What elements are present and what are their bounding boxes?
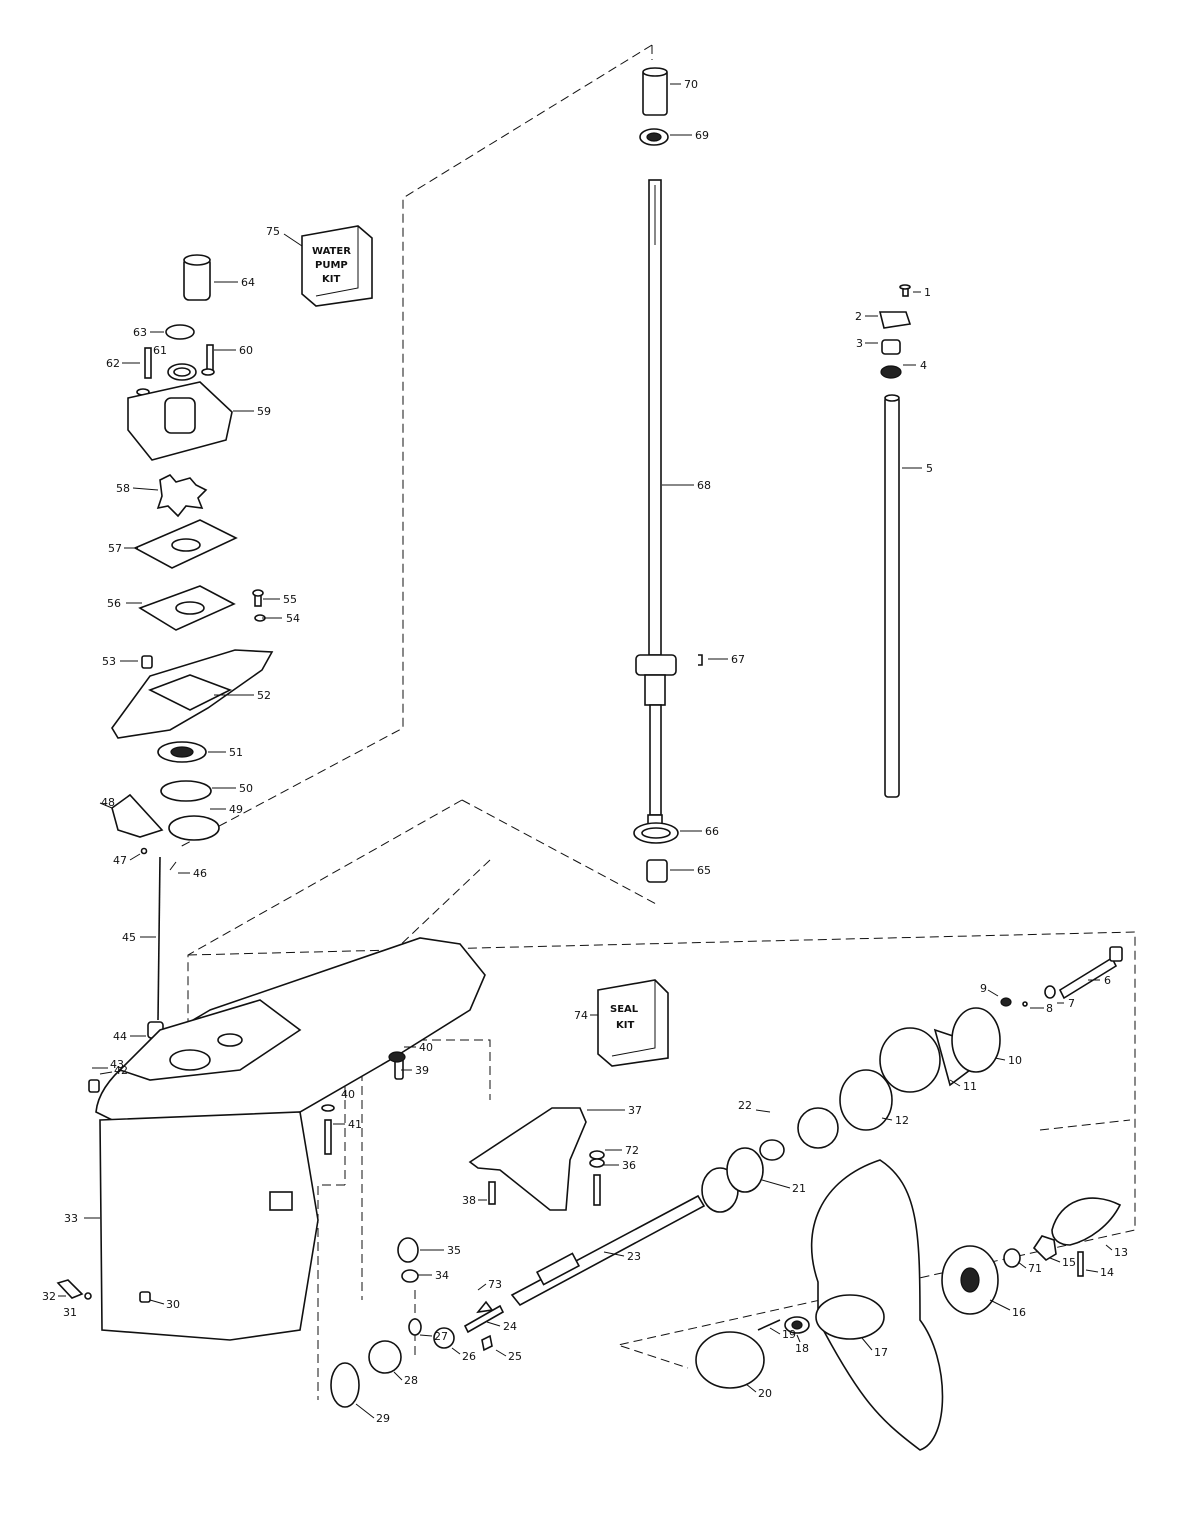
callout-17: 17 xyxy=(874,1346,888,1359)
water-pump-kit-box: WATER PUMP KIT xyxy=(301,225,373,307)
callout-18: 18 xyxy=(795,1342,809,1355)
callout-40: 40 xyxy=(419,1041,433,1054)
callout-75: 75 xyxy=(266,225,280,238)
callout-13: 13 xyxy=(1114,1246,1128,1259)
kit-label-line: KIT xyxy=(616,1020,634,1031)
callout-62: 62 xyxy=(106,357,120,370)
callout-63: 63 xyxy=(133,326,147,339)
callout-4: 4 xyxy=(920,359,927,372)
callout-8: 8 xyxy=(1046,1002,1053,1015)
callout-9: 9 xyxy=(980,982,987,995)
callout-22: 22 xyxy=(738,1099,752,1112)
callout-72: 72 xyxy=(625,1144,639,1157)
callout-74: 74 xyxy=(574,1009,588,1022)
callout-73: 73 xyxy=(488,1278,502,1291)
callout-67: 67 xyxy=(731,653,745,666)
callout-70: 70 xyxy=(684,78,698,91)
callout-14: 14 xyxy=(1100,1266,1114,1279)
drive-shaft-assembly xyxy=(633,67,703,883)
callout-68: 68 xyxy=(697,479,711,492)
callout-12: 12 xyxy=(895,1114,909,1127)
gearcase-housing xyxy=(56,937,486,1341)
callout-16: 16 xyxy=(1012,1306,1026,1319)
callout-41: 41 xyxy=(348,1118,362,1131)
callout-61: 61 xyxy=(153,344,167,357)
propeller-shaft-assembly xyxy=(330,1107,839,1408)
callout-37: 37 xyxy=(628,1104,642,1117)
callout-57: 57 xyxy=(108,542,122,555)
callout-54: 54 xyxy=(286,612,300,625)
callout-38: 38 xyxy=(462,1194,476,1207)
shift-shaft-assembly xyxy=(878,284,912,798)
callout-11: 11 xyxy=(963,1080,977,1093)
callout-6: 6 xyxy=(1104,974,1111,987)
callout-48: 48 xyxy=(101,796,115,809)
callout-34: 34 xyxy=(435,1269,449,1282)
callout-56: 56 xyxy=(107,597,121,610)
seal-kit-box: SEAL KIT xyxy=(597,979,669,1067)
bearing-carrier-assembly xyxy=(839,946,1123,1131)
callout-26: 26 xyxy=(462,1350,476,1363)
callout-25: 25 xyxy=(508,1350,522,1363)
callout-24: 24 xyxy=(503,1320,517,1333)
callout-20: 20 xyxy=(758,1387,772,1400)
callout-39: 39 xyxy=(415,1064,429,1077)
callout-45: 45 xyxy=(122,931,136,944)
water-pump-stack xyxy=(111,254,274,1039)
callout-5: 5 xyxy=(926,462,933,475)
callout-1: 1 xyxy=(924,286,931,299)
propeller-assembly xyxy=(695,1159,1122,1451)
callout-51: 51 xyxy=(229,746,243,759)
callout-44: 44 xyxy=(113,1030,127,1043)
callout-31: 31 xyxy=(63,1306,77,1319)
callout-7: 7 xyxy=(1068,997,1075,1010)
callout-58: 58 xyxy=(116,482,130,495)
callout-10: 10 xyxy=(1008,1054,1022,1067)
callout-33: 33 xyxy=(64,1212,78,1225)
callout-71: 71 xyxy=(1028,1262,1042,1275)
callout-3: 3 xyxy=(856,337,863,350)
callout-2: 2 xyxy=(855,310,862,323)
callout-35: 35 xyxy=(447,1244,461,1257)
callout-36: 36 xyxy=(622,1159,636,1172)
callout-28: 28 xyxy=(404,1374,418,1387)
callout-53: 53 xyxy=(102,655,116,668)
callout-27: 27 xyxy=(434,1330,448,1343)
callout-65: 65 xyxy=(697,864,711,877)
callout-42: 42 xyxy=(114,1064,128,1077)
callout-43: 43 xyxy=(110,1058,124,1071)
callout-15: 15 xyxy=(1062,1256,1076,1269)
callout-60: 60 xyxy=(239,344,253,357)
callout-30: 30 xyxy=(166,1298,180,1311)
callout-59: 59 xyxy=(257,405,271,418)
callout-55: 55 xyxy=(283,593,297,606)
callout-50: 50 xyxy=(239,782,253,795)
callout-46: 46 xyxy=(193,867,207,880)
callout-40-lower: 40 xyxy=(341,1088,355,1101)
kit-label-line: KIT xyxy=(322,274,340,285)
kit-label-line: PUMP xyxy=(315,260,348,271)
callout-52: 52 xyxy=(257,689,271,702)
callout-29: 29 xyxy=(376,1412,390,1425)
callout-19: 19 xyxy=(782,1328,796,1341)
callout-66: 66 xyxy=(705,825,719,838)
callout-64: 64 xyxy=(241,276,255,289)
callout-21: 21 xyxy=(792,1182,806,1195)
callout-47: 47 xyxy=(113,854,127,867)
kit-label-line: WATER xyxy=(312,246,351,257)
callout-69: 69 xyxy=(695,129,709,142)
kit-label-line: SEAL xyxy=(610,1004,639,1015)
trim-tab-hardware xyxy=(321,1051,605,1211)
callout-labels: 1 2 3 4 5 6 7 8 9 10 11 12 13 14 15 16 1… xyxy=(42,78,1128,1425)
callout-23: 23 xyxy=(627,1250,641,1263)
callout-49: 49 xyxy=(229,803,243,816)
callout-32: 32 xyxy=(42,1290,56,1303)
